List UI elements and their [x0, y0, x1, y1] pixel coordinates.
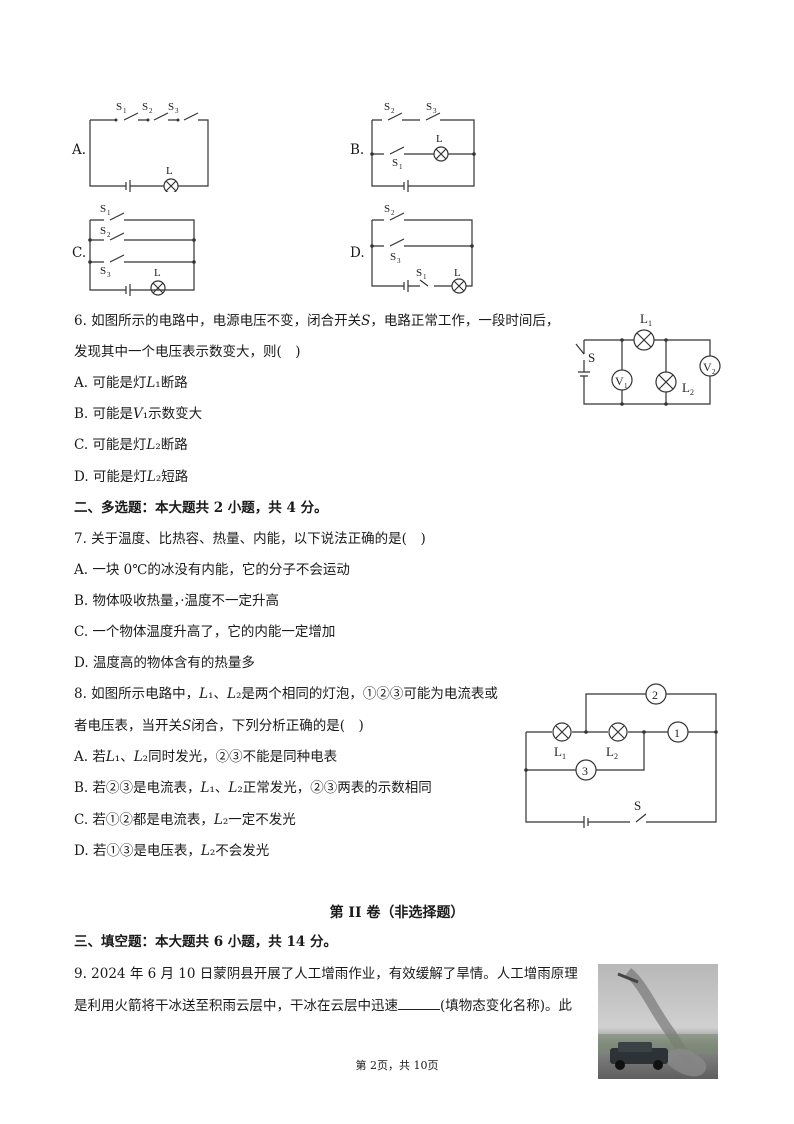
voltmeter-v2: V — [703, 360, 712, 374]
q7-option-c: C. 一个物体温度升高了，它的内能一定增加 — [74, 624, 336, 640]
svg-text:L: L — [682, 380, 690, 395]
svg-text:1: 1 — [562, 752, 566, 761]
svg-text:S: S — [384, 101, 390, 113]
option-c-label: C. — [72, 245, 87, 261]
svg-text:S: S — [416, 267, 422, 279]
svg-text:3: 3 — [107, 271, 111, 279]
q6-stem-line2: 发现其中一个电压表示数变大，则( ) — [74, 344, 301, 360]
svg-text:2: 2 — [391, 209, 395, 217]
svg-text:L: L — [640, 311, 648, 326]
q7-option-a: A. 一块 0℃的冰没有内能，它的分子不会运动 — [74, 562, 350, 578]
s1-label: S — [116, 101, 122, 113]
svg-text:S: S — [390, 251, 396, 263]
option-d-label: D. — [350, 245, 365, 261]
q9-line1: 9. 2024 年 6 月 10 日蒙阴县开展了人工增雨作业，有效缓解了旱情。人… — [74, 966, 578, 982]
section3-heading: 三、填空题：本大题共 6 小题，共 14 分。 — [74, 934, 337, 950]
svg-text:2: 2 — [712, 368, 716, 376]
q8-option-d: D. 若①③是电压表，𝐿₂不会发光 — [74, 843, 270, 859]
svg-text:1: 1 — [399, 163, 403, 171]
svg-text:L: L — [454, 267, 461, 279]
svg-text:1: 1 — [107, 209, 111, 217]
s2-label: S — [142, 101, 148, 113]
meter-2-label: 2 — [652, 688, 658, 702]
svg-text:1: 1 — [648, 319, 652, 328]
q6-option-c: C. 可能是灯𝐿₂断路 — [74, 437, 188, 453]
q8-stem-line1: 8. 如图所示电路中，𝐿₁、𝐿₂是两个相同的灯泡，①②③可能为电流表或 — [74, 686, 498, 702]
meter-3-label: 3 — [582, 764, 588, 778]
q9-blank[interactable] — [398, 996, 440, 1010]
q8-option-a: A. 若𝐿₁、𝐿₂同时发光，②③不能是同种电表 — [74, 749, 338, 765]
s3-label: S — [168, 101, 174, 113]
svg-text:L: L — [154, 267, 161, 279]
q6-option-b: B. 可能是𝑉₁示数变大 — [74, 406, 203, 422]
rocket-launch-illustration — [598, 968, 718, 1077]
q7-stem: 7. 关于温度、比热容、热量、内能，以下说法正确的是( ) — [74, 531, 426, 547]
svg-text:3: 3 — [433, 107, 437, 115]
lamp-label: L — [166, 165, 173, 177]
svg-text:2: 2 — [391, 107, 395, 115]
svg-text:L: L — [606, 744, 614, 759]
svg-text:S: S — [100, 225, 106, 237]
svg-text:3: 3 — [175, 107, 179, 115]
q6-option-a: A. 可能是灯𝐿₁断路 — [74, 375, 188, 391]
svg-text:L: L — [554, 744, 562, 759]
option-a-label: A. — [72, 142, 87, 158]
svg-text:S: S — [426, 101, 432, 113]
rocket-launch-photo — [598, 964, 718, 1079]
part2-title: 第 II 卷（非选择题） — [329, 905, 465, 921]
svg-text:S: S — [634, 798, 641, 813]
svg-text:2: 2 — [614, 752, 618, 761]
svg-text:3: 3 — [397, 257, 401, 265]
option-b-label: B. — [350, 142, 365, 158]
page-footer: 第 2页，共 10页 — [355, 1059, 439, 1072]
svg-text:S: S — [100, 265, 106, 277]
q6-stem-line1: 6. 如图所示的电路中，电源电压不变，闭合开关𝑆，电路正常工作，一段时间后， — [74, 313, 560, 329]
svg-text:S: S — [100, 203, 106, 215]
q6-option-d: D. 可能是灯𝐿₂短路 — [74, 469, 189, 485]
svg-text:1: 1 — [423, 273, 427, 281]
svg-text:1: 1 — [624, 382, 628, 390]
q9-line2: 是利用火箭将干冰送至积雨云层中，干冰在云层中迅速(填物态变化名称)。此 — [74, 996, 573, 1014]
switch-label: S — [588, 350, 595, 365]
voltmeter-v1: V — [615, 374, 624, 388]
section2-heading: 二、多选题：本大题共 2 小题，共 4 分。 — [74, 500, 328, 516]
svg-text:S: S — [384, 203, 390, 215]
svg-text:S: S — [392, 157, 398, 169]
q8-stem-line2: 者电压表，当开关𝑆闭合，下列分析正确的是( ) — [74, 718, 364, 734]
q8-option-b: B. 若②③是电流表，𝐿₁、𝐿₂正常发光，②③两表的示数相同 — [74, 780, 432, 796]
q8-option-c: C. 若①②都是电流表，𝐿₂一定不发光 — [74, 812, 296, 828]
svg-text:2: 2 — [149, 107, 153, 115]
svg-text:1: 1 — [123, 107, 127, 115]
meter-1-label: 1 — [674, 726, 680, 740]
svg-text:2: 2 — [107, 231, 111, 239]
svg-text:2: 2 — [690, 388, 694, 397]
q7-option-d: D. 温度高的物体含有的热量多 — [74, 655, 255, 671]
q7-option-b: B. 物体吸收热量，·温度不一定升高 — [74, 593, 280, 609]
svg-text:L: L — [436, 133, 443, 145]
